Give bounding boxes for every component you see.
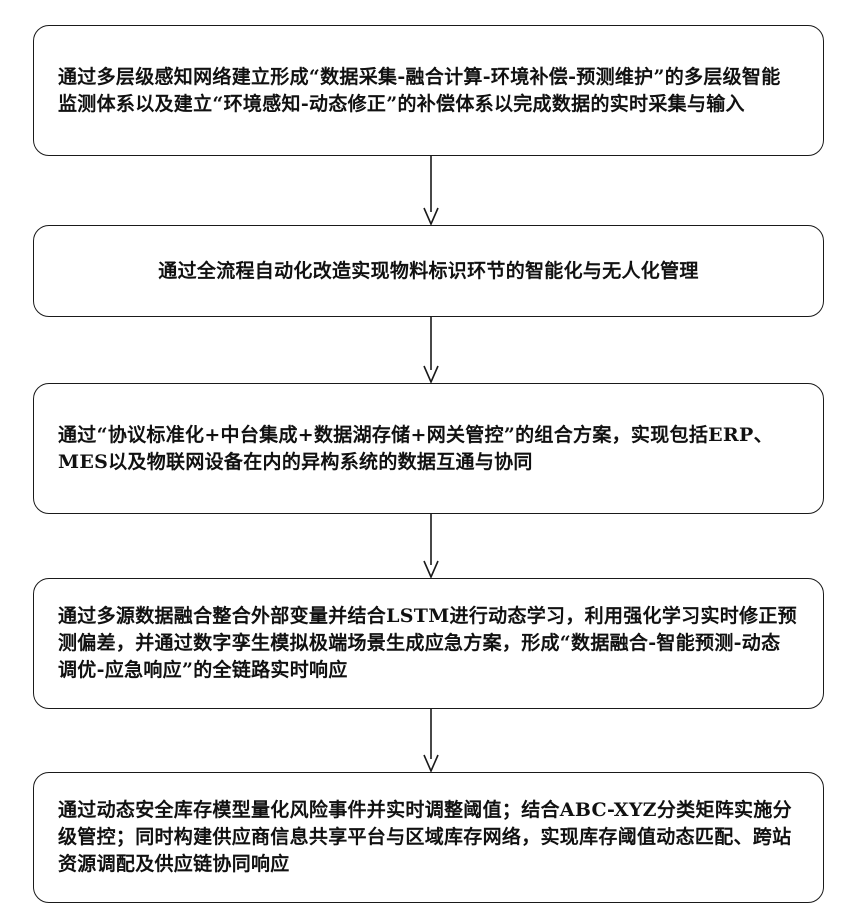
step-2-box: 通过全流程自动化改造实现物料标识环节的智能化与无人化管理 bbox=[33, 225, 824, 317]
arrow-down-1 bbox=[422, 156, 440, 225]
step-4-box: 通过多源数据融合整合外部变量并结合LSTM进行动态学习，利用强化学习实时修正预测… bbox=[33, 578, 824, 709]
arrow-down-2 bbox=[422, 317, 440, 383]
step-5-text: 通过动态安全库存模型量化风险事件并实时调整阈值；结合ABC-XYZ分类矩阵实施分… bbox=[34, 797, 823, 878]
arrow-down-4 bbox=[422, 709, 440, 772]
step-5-box: 通过动态安全库存模型量化风险事件并实时调整阈值；结合ABC-XYZ分类矩阵实施分… bbox=[33, 772, 824, 903]
arrow-down-icon bbox=[422, 709, 440, 772]
step-2-text: 通过全流程自动化改造实现物料标识环节的智能化与无人化管理 bbox=[134, 258, 722, 285]
arrow-down-icon bbox=[422, 514, 440, 578]
step-3-text: 通过“协议标准化+中台集成+数据湖存储+网关管控”的组合方案，实现包括ERP、M… bbox=[34, 422, 823, 476]
step-1-text: 通过多层级感知网络建立形成“数据采集-融合计算-环境补偿-预测维护”的多层级智能… bbox=[34, 64, 823, 118]
arrow-down-icon bbox=[422, 317, 440, 383]
arrow-down-3 bbox=[422, 514, 440, 578]
arrow-down-icon bbox=[422, 156, 440, 225]
step-1-box: 通过多层级感知网络建立形成“数据采集-融合计算-环境补偿-预测维护”的多层级智能… bbox=[33, 25, 824, 156]
step-3-box: 通过“协议标准化+中台集成+数据湖存储+网关管控”的组合方案，实现包括ERP、M… bbox=[33, 383, 824, 514]
step-4-text: 通过多源数据融合整合外部变量并结合LSTM进行动态学习，利用强化学习实时修正预测… bbox=[34, 603, 823, 684]
